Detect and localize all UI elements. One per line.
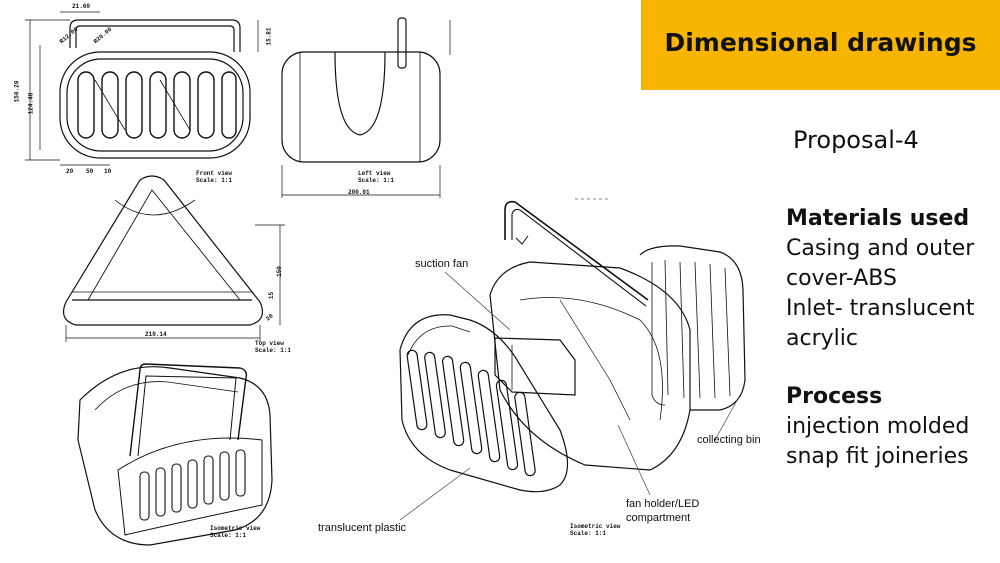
materials-line: acrylic <box>786 326 858 351</box>
title-banner: Dimensional drawings <box>641 0 1000 90</box>
callout-fan-holder-line2: compartment <box>626 512 691 524</box>
notes-panel: Materials used Casing and outer cover-AB… <box>786 204 1000 472</box>
dim-top-h1: 150 <box>275 266 283 277</box>
process-line: snap fit joineries <box>786 444 969 469</box>
technical-drawings <box>25 11 746 546</box>
process-line: injection molded <box>786 414 970 439</box>
dim-left-width: 200.01 <box>348 189 370 196</box>
materials-line: Inlet- translucent <box>786 296 975 321</box>
dim-top-h2: 15 <box>268 291 276 300</box>
left-view-drawing <box>281 17 451 198</box>
front-view-drawing <box>25 11 259 166</box>
dim-top-width: 210.14 <box>145 331 167 338</box>
dim-front-height: 150.29 <box>13 80 21 103</box>
dim-front-top: 21.60 <box>72 3 91 10</box>
left-view-scale: Scale: 1:1 <box>358 177 395 184</box>
dim-front-b3: 10 <box>104 168 112 175</box>
top-view-drawing <box>63 175 285 342</box>
process-heading: Process <box>786 384 883 409</box>
iso-right-scale: Scale: 1:1 <box>570 530 607 537</box>
materials-line: Casing and outer <box>786 236 975 261</box>
isometric-exploded-drawing <box>399 198 746 521</box>
iso-left-scale: Scale: 1:1 <box>210 532 247 539</box>
front-view-label: Front view <box>196 170 233 177</box>
callout-collecting-bin: collecting bin <box>697 434 761 446</box>
isometric-left-drawing <box>77 363 273 546</box>
callout-suction-fan: suction fan <box>415 258 469 270</box>
dim-front-inner: 124.48 <box>27 92 35 115</box>
materials-line: cover-ABS <box>786 266 897 291</box>
top-view-label: Top view <box>255 340 284 347</box>
top-view-scale: Scale: 1:1 <box>255 347 292 354</box>
proposal-label: Proposal-4 <box>793 126 919 154</box>
slide-title: Dimensional drawings <box>664 28 977 57</box>
dim-front-b2: 50 <box>86 168 94 175</box>
callout-translucent-plastic: translucent plastic <box>318 522 407 534</box>
left-view-label: Left view <box>358 170 391 177</box>
materials-heading: Materials used <box>786 206 970 231</box>
callout-fan-holder-line1: fan holder/LED <box>626 498 700 510</box>
dim-front-b1: 20 <box>66 168 74 175</box>
front-view-scale: Scale: 1:1 <box>196 177 233 184</box>
dim-front-side: 15.81 <box>265 27 273 46</box>
iso-right-label: Isometric view <box>570 523 621 530</box>
iso-left-label: Isometric view <box>210 525 261 532</box>
